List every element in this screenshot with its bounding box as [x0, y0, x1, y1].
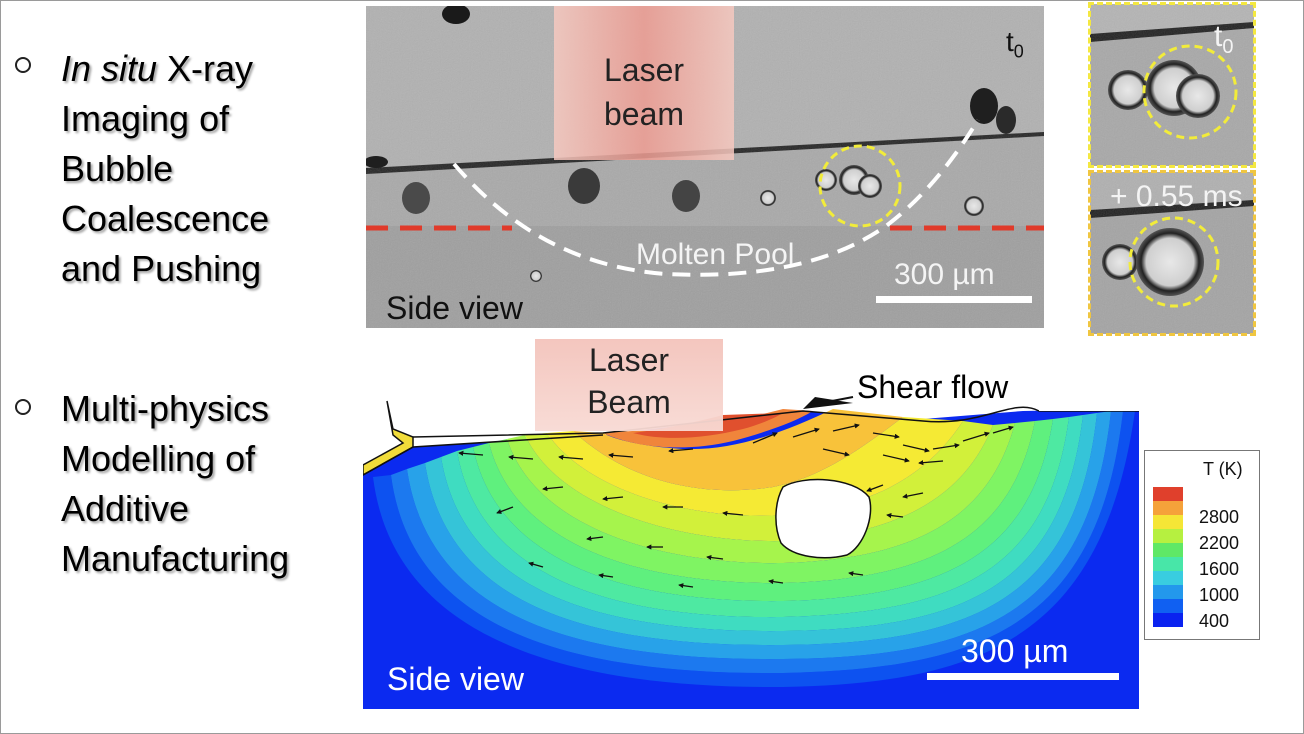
sim-beam-label: Laser Beam — [535, 339, 723, 423]
bullet-line: Bubble — [61, 148, 174, 189]
time-subscript: 0 — [1222, 36, 1234, 58]
xray-image-graphic — [366, 6, 1044, 328]
legend-tick: 1600 — [1199, 559, 1240, 579]
time-letter: t — [1006, 26, 1014, 57]
simulation-graphic — [362, 337, 1139, 709]
simulation-plot: Laser Beam Shear flow 300 µm Side view — [362, 337, 1139, 709]
beam-label-line: Laser — [603, 52, 685, 88]
inset-bottom-image: + 0.55 ms — [1090, 172, 1254, 334]
xray-scale-label: 300 µm — [894, 258, 995, 291]
legend-tick: 2200 — [1199, 533, 1240, 553]
legend-title: T (K) — [1203, 459, 1243, 479]
inset-bottom-graphic — [1090, 172, 1254, 334]
bullet-circle-icon — [14, 56, 32, 74]
italic-term: In situ — [61, 48, 158, 89]
legend-colorbar — [1153, 487, 1183, 627]
bullet-line: Additive — [61, 488, 190, 529]
molten-pool-label: Molten Pool — [636, 238, 795, 271]
bullet-circle-icon — [14, 398, 32, 416]
bullet-line: Manufacturing — [61, 538, 290, 579]
bullet-line: Imaging of — [61, 98, 230, 139]
sim-view-label: Side view — [387, 661, 524, 697]
bullet-text: In situ X-ray Imaging of Bubble Coalesce… — [61, 44, 351, 294]
temperature-legend: T (K) 2800 2200 1600 1000 400 — [1144, 450, 1260, 640]
bullet-line: Modelling of — [61, 438, 256, 479]
time-label: t0 — [1006, 26, 1024, 63]
xray-beam-label: Laser beam — [554, 48, 734, 136]
inset-bottom-border — [1088, 170, 1256, 336]
bullet-text: Multi-physics Modelling of Additive Manu… — [61, 384, 351, 584]
beam-label-line: Beam — [587, 384, 671, 420]
time-subscript: 0 — [1013, 41, 1024, 62]
inset-top-border — [1088, 2, 1256, 168]
legend-tick: 400 — [1199, 611, 1230, 631]
time-letter: t — [1214, 20, 1223, 53]
beam-label-line: Laser — [588, 342, 670, 378]
bullet-line: Multi-physics — [61, 388, 270, 429]
xray-image: Laser beam t0 Molten Pool 300 µm Side vi… — [366, 6, 1044, 328]
shear-flow-label: Shear flow — [857, 369, 1009, 405]
legend-tick: 2800 — [1199, 507, 1240, 527]
inset-top-graphic — [1090, 4, 1254, 166]
sim-scale-label: 300 µm — [961, 633, 1069, 669]
inset-time-label: t0 — [1214, 20, 1233, 59]
inset-time-offset-label: + 0.55 ms — [1110, 180, 1243, 213]
beam-label-line: beam — [603, 96, 685, 132]
inset-top-image: t0 — [1090, 4, 1254, 166]
bullet-line: Coalescence — [61, 198, 270, 239]
bullet-line: In situ X-ray — [61, 44, 351, 94]
legend-tick: 1000 — [1199, 585, 1240, 605]
bullet-line: and Pushing — [61, 248, 262, 289]
xray-view-label: Side view — [386, 290, 523, 326]
bullet-line-rest: X-ray — [157, 48, 254, 89]
